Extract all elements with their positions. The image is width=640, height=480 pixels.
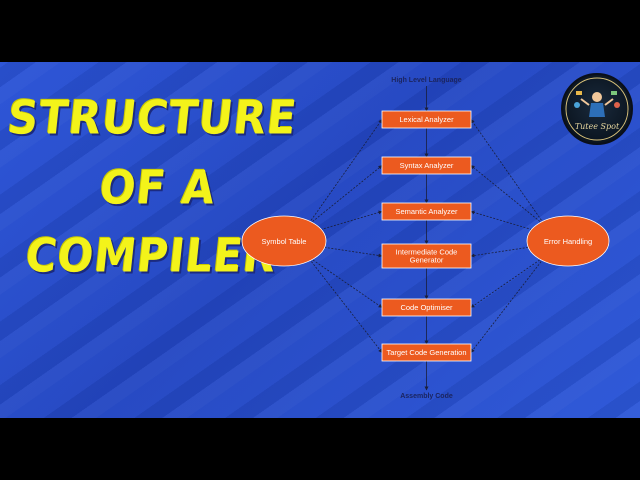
phase-box-2	[381, 156, 472, 175]
symbol-table-link-2	[306, 165, 383, 227]
tutor-character-icon	[565, 77, 629, 141]
phase-box-4	[381, 243, 472, 269]
symbol-table-node	[241, 215, 327, 267]
error-handling-link-5	[470, 255, 546, 308]
phase-box-1	[381, 110, 472, 129]
error-handling-link-6	[470, 255, 546, 353]
logo-text: Tutee Spot	[574, 122, 620, 131]
letterbox-top	[0, 0, 640, 62]
error-handling-label: Error Handling	[544, 237, 592, 246]
symbol-table-link-6	[306, 255, 383, 353]
input-label: High Level Language	[391, 77, 462, 84]
phase-label-5: Code Optimiser	[400, 303, 453, 312]
output-label: Assembly Code	[400, 393, 453, 400]
phase-box-3	[381, 202, 472, 221]
symbol-table-link-1	[306, 119, 383, 227]
symbol-table-label: Symbol Table	[262, 237, 307, 246]
diagram-edges	[306, 86, 546, 391]
phase-label-3: Semantic Analyzer	[395, 207, 458, 216]
letterbox-bottom	[0, 418, 640, 480]
channel-logo: Tutee Spot	[561, 73, 633, 145]
error-handling-link-2	[470, 165, 546, 227]
phase-label-2: Syntax Analyzer	[400, 161, 454, 170]
error-handling-link-1	[470, 119, 546, 227]
phase-label-6: Target Code Generation	[386, 348, 466, 357]
symbol-table-link-4	[306, 243, 383, 258]
phase-label-4-line-2: Generator	[410, 256, 444, 265]
error-handling-node	[526, 215, 610, 267]
phase-box-6	[381, 343, 472, 362]
symbol-table-link-5	[306, 255, 383, 308]
error-handling-link-3	[470, 210, 546, 235]
symbol-table-link-3	[306, 210, 383, 235]
phase-label-4-line-1: Intermediate Code	[396, 248, 458, 257]
phase-label-1: Lexical Analyzer	[399, 115, 454, 124]
phase-box-5	[381, 298, 472, 317]
